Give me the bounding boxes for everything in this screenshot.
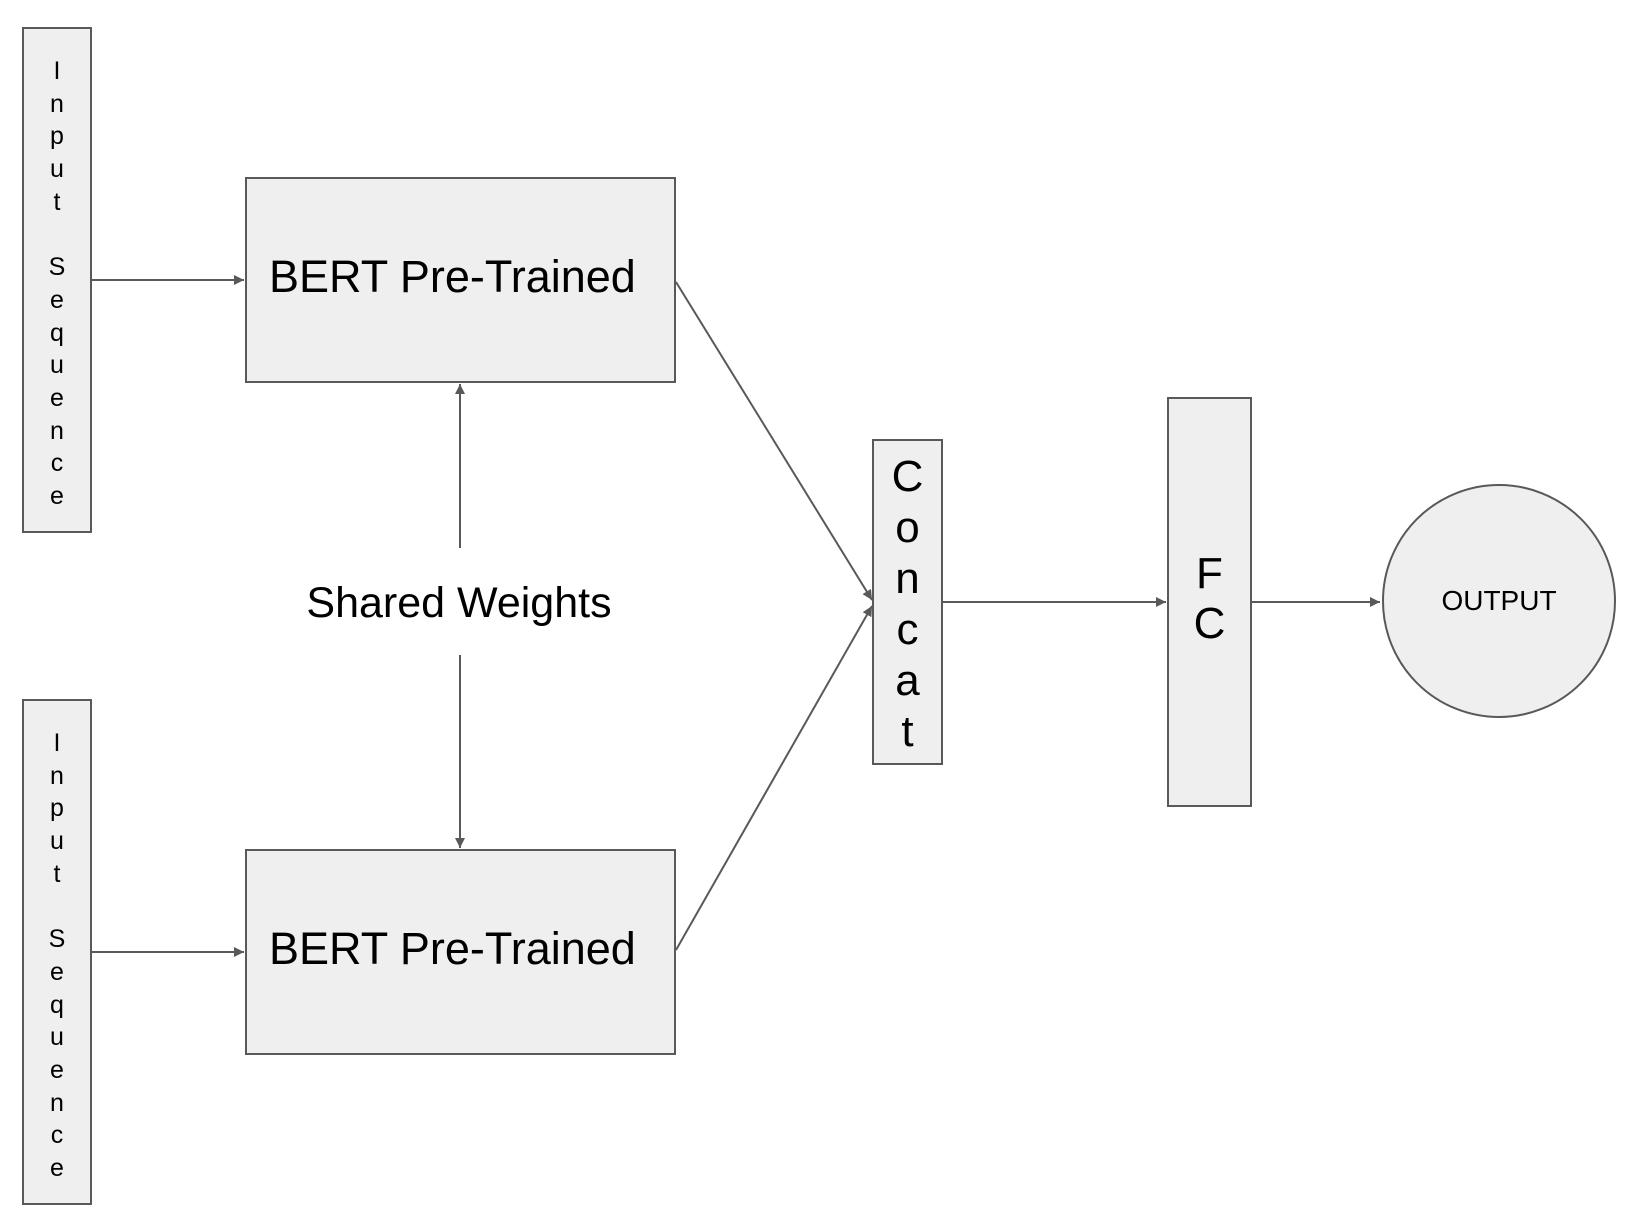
letter: t [901, 707, 914, 756]
letter: e [50, 481, 64, 510]
letter: p [50, 794, 64, 823]
letter: S [48, 253, 66, 282]
input-sequence-bottom-node: I n p u t S e q u e n c e [22, 699, 92, 1205]
letter: q [50, 318, 64, 347]
letter: u [50, 827, 64, 856]
letter: S [48, 925, 66, 954]
letter: e [50, 1153, 64, 1182]
letter: e [50, 957, 64, 986]
letter: I [53, 729, 61, 757]
input-sequence-bottom-label: I n p u t S e q u e n c e [24, 701, 90, 1203]
letter: u [50, 1023, 64, 1052]
letter: C [1193, 599, 1226, 648]
output-node: OUTPUT [1382, 484, 1616, 718]
shared-weights-label: Shared Weights [306, 579, 612, 627]
bert-top-label: BERT Pre-Trained [269, 251, 636, 302]
letter: t [53, 859, 61, 888]
concat-node: C o n c a t [872, 439, 943, 765]
letter: n [50, 1088, 64, 1117]
letter: e [50, 383, 64, 412]
letter: e [50, 285, 64, 314]
letter: n [50, 761, 64, 790]
letter: e [50, 1055, 64, 1084]
edge-bert-bottom-to-concat [675, 605, 873, 951]
letter: u [50, 155, 64, 184]
bert-bottom-node: BERT Pre-Trained [245, 849, 676, 1055]
letter: n [50, 416, 64, 445]
letter: t [53, 187, 61, 216]
fc-label: F C [1169, 399, 1250, 805]
letter: q [50, 990, 64, 1019]
letter: a [895, 656, 920, 705]
letter: n [50, 89, 64, 118]
edge-bert-top-to-concat [675, 281, 873, 601]
letter: c [50, 449, 64, 478]
output-label: OUTPUT [1441, 585, 1557, 616]
letter: o [895, 503, 920, 552]
letter: F [1196, 549, 1223, 598]
bert-bottom-label: BERT Pre-Trained [269, 923, 636, 974]
letter: C [891, 452, 924, 501]
letter: u [50, 351, 64, 380]
letter: I [53, 57, 61, 85]
input-sequence-top-node: I n p u t S e q u e n c e [22, 27, 92, 533]
input-sequence-top-label: I n p u t S e q u e n c e [24, 29, 90, 531]
letter: c [50, 1121, 64, 1150]
bert-top-node: BERT Pre-Trained [245, 177, 676, 383]
concat-label: C o n c a t [874, 441, 941, 763]
letter: p [50, 122, 64, 151]
fc-node: F C [1167, 397, 1252, 807]
letter: c [896, 605, 919, 654]
letter: n [895, 554, 920, 603]
